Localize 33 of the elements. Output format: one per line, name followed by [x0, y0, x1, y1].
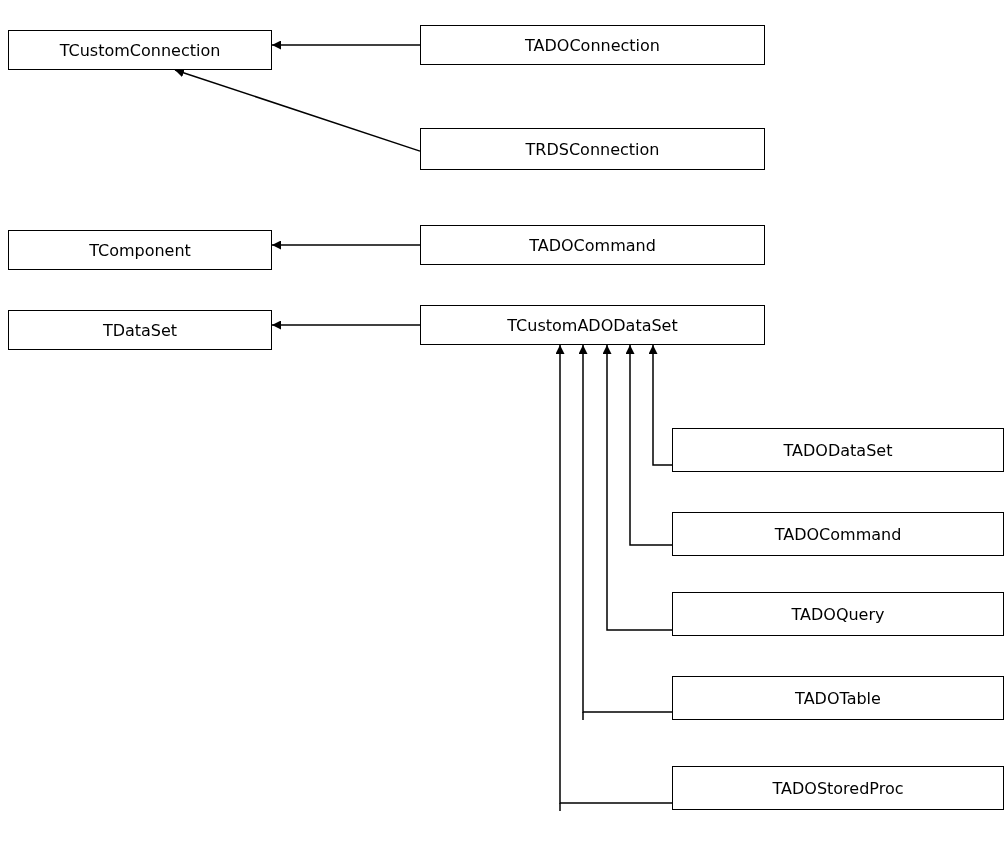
arrow [271, 240, 421, 250]
class-name: TADOStoredProc [772, 778, 904, 798]
class-box [420, 225, 765, 265]
class-name: TDataSet [102, 320, 178, 340]
arrow [625, 344, 673, 546]
arrow [648, 344, 673, 466]
class-name: TCustomADODataSet [507, 315, 678, 335]
class-box [672, 592, 1004, 636]
class-name: TRDSConnection [525, 139, 660, 159]
class-box [672, 428, 1004, 472]
class-box [8, 310, 272, 350]
class-name: TADOCommand [529, 235, 656, 255]
class-box [420, 128, 765, 170]
class-box [672, 676, 1004, 720]
class-box [8, 30, 272, 70]
class-box [672, 512, 1004, 556]
class-name: TADOTable [795, 688, 881, 708]
class-name: TADOConnection [525, 35, 660, 55]
class-name: TADODataSet [783, 440, 893, 460]
class-name: TComponent [89, 240, 191, 260]
class-box [420, 305, 765, 345]
class-name: TCustomConnection [59, 40, 221, 60]
arrow [271, 40, 421, 50]
arrow [602, 344, 673, 631]
arrow [578, 344, 673, 713]
class-name: TADOQuery [791, 604, 885, 624]
arrow [271, 320, 421, 330]
class-box [672, 766, 1004, 810]
class-box [8, 230, 272, 270]
class-box [420, 25, 765, 65]
arrow [555, 344, 673, 804]
class-name: TADOCommand [774, 524, 902, 544]
arrow [174, 68, 421, 152]
